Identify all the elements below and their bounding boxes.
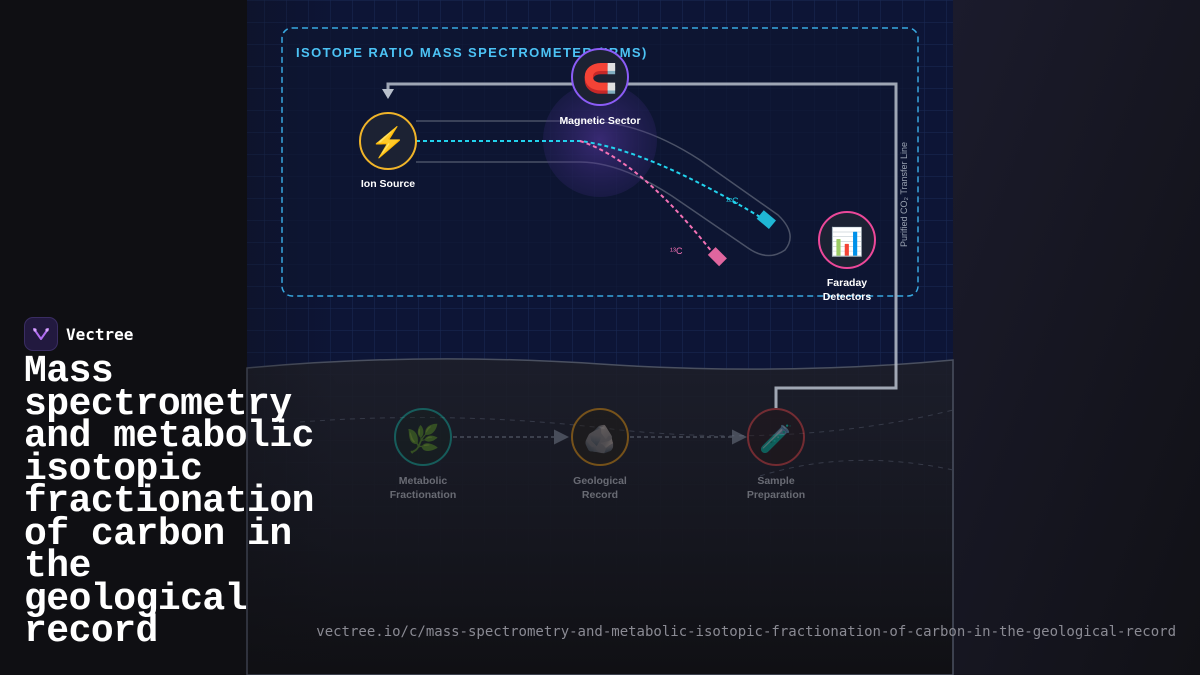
sample-prep-label-line2: Preparation bbox=[747, 489, 805, 501]
faraday-label-line1: Faraday bbox=[827, 277, 867, 289]
ion-source-label: Ion Source bbox=[361, 178, 415, 190]
geological-label-line1: Geological bbox=[573, 475, 627, 487]
process-row: 🌿 Metabolic Fractionation 🪨 Geological R… bbox=[390, 408, 805, 501]
page-title: Mass spectrometry and metabolic isotopic… bbox=[24, 350, 314, 653]
lightning-icon: ⚡ bbox=[370, 125, 406, 160]
test-tube-icon: 🧪 bbox=[759, 424, 793, 454]
transfer-line-pipe bbox=[386, 82, 898, 408]
ground-layer bbox=[246, 358, 954, 675]
transfer-line-label: Purified CO₂ Transfer Line bbox=[899, 142, 909, 247]
bar-chart-icon: 📊 bbox=[830, 226, 864, 257]
geological-record-node: 🪨 Geological Record bbox=[571, 408, 629, 501]
faraday-detectors-node: 📊 Faraday Detectors bbox=[818, 211, 876, 303]
beam-12c bbox=[416, 140, 766, 221]
isotope-13c-label: ¹³C bbox=[670, 246, 683, 256]
brand[interactable]: Vectree bbox=[24, 317, 133, 351]
frame-title: ISOTOPE RATIO MASS SPECTROMETER (IRMS) bbox=[296, 45, 648, 60]
isotope-12c-label: ¹²C bbox=[726, 196, 739, 206]
brand-name: Vectree bbox=[66, 324, 134, 344]
leaf-icon: 🌿 bbox=[406, 423, 440, 454]
sample-prep-label-line1: Sample bbox=[757, 475, 795, 487]
strata-line bbox=[759, 459, 954, 477]
beam-13c bbox=[579, 140, 717, 258]
strata-line bbox=[299, 409, 954, 437]
magnetic-sector-node: 🧲 Magnetic Sector bbox=[559, 48, 641, 127]
magnetic-field bbox=[543, 83, 657, 197]
rock-icon: 🪨 bbox=[583, 424, 617, 454]
pipe-arrow-head bbox=[382, 89, 394, 99]
collector-12c bbox=[756, 210, 776, 229]
metabolic-fractionation-node: 🌿 Metabolic Fractionation bbox=[390, 408, 457, 501]
faraday-label-line2: Detectors bbox=[823, 291, 872, 303]
vectree-logo-icon bbox=[24, 317, 58, 351]
magnet-icon: 🧲 bbox=[583, 62, 618, 95]
sample-preparation-node: 🧪 Sample Preparation bbox=[747, 408, 805, 501]
geological-label-line2: Record bbox=[582, 489, 618, 501]
right-background bbox=[953, 0, 1200, 675]
page-url[interactable]: vectree.io/c/mass-spectrometry-and-metab… bbox=[316, 624, 1176, 640]
metabolic-label-line2: Fractionation bbox=[390, 489, 457, 501]
magnetic-sector-label: Magnetic Sector bbox=[559, 115, 640, 127]
collector-13c bbox=[707, 247, 727, 267]
ion-source-node: ⚡ Ion Source bbox=[359, 112, 417, 190]
metabolic-label-line1: Metabolic bbox=[399, 475, 448, 487]
